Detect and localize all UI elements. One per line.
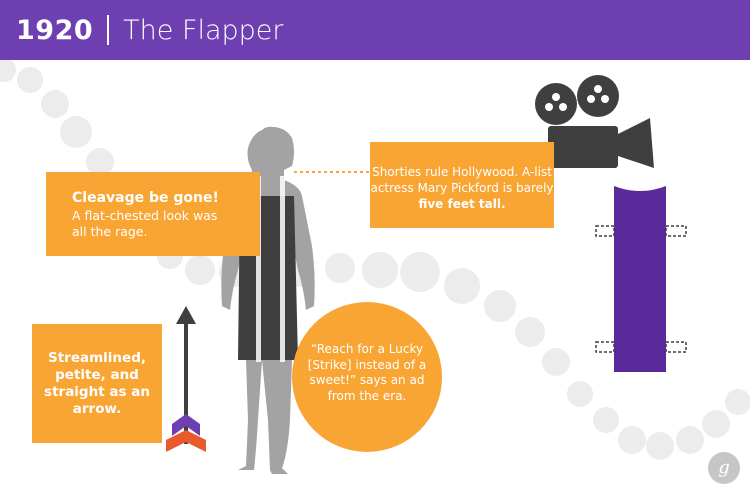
film-camera-icon (535, 75, 654, 168)
header-bar: 1920 The Flapper (0, 0, 750, 60)
header-divider (107, 15, 110, 45)
callout-cleavage-text: A flat-chested look was all the rage. (72, 208, 218, 239)
header-year: 1920 (16, 14, 94, 46)
callout-quote-text: “Reach for a Lucky [Strike] instead of a… (307, 342, 427, 403)
signature-icon: g (708, 452, 740, 484)
callout-cleavage-heading: Cleavage be gone! (72, 190, 219, 206)
callout-hollywood: Shorties rule Hollywood. A-list actress … (370, 142, 554, 228)
callout-cleavage: Cleavage be gone! A flat-chested look wa… (46, 172, 260, 256)
header-title: The Flapper (123, 14, 284, 46)
callout-arrow-text: Streamlined, petite, and straight as an … (44, 350, 150, 417)
callout-quote: “Reach for a Lucky [Strike] instead of a… (292, 302, 442, 452)
callout-arrow: Streamlined, petite, and straight as an … (32, 324, 162, 443)
dress-graphic (595, 186, 687, 372)
callout-hollywood-text: Shorties rule Hollywood. A-list actress … (370, 165, 554, 196)
arrow-icon (166, 306, 206, 452)
callout-hollywood-emphasis: five feet tall. (418, 197, 506, 212)
